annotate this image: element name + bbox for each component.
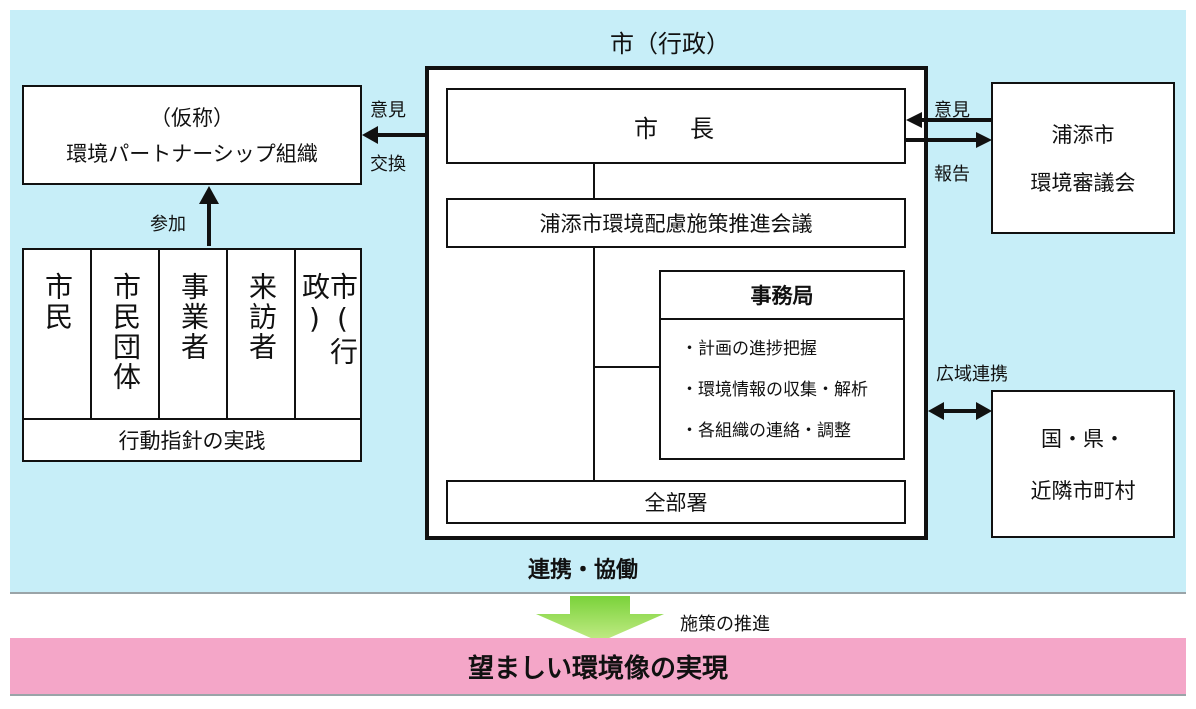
partnership-line2: 環境パートナーシップ組織 [66,142,318,166]
participation-arrow-head-icon [199,186,219,204]
promotion-down-arrow-icon [536,596,664,642]
all-departments-box: 全部署 [446,480,906,524]
opinion-report-arrows-icon [906,112,992,148]
partnership-organization-box: （仮称） 環境パートナーシップ組織 [22,85,362,185]
connector-mayor-council [593,164,595,198]
promotion-label: 施策の推進 [680,614,770,635]
participant-citizens: 市民 [41,272,74,332]
connector-council-departments [593,248,595,480]
collaboration-label: 連携・協働 [528,558,639,583]
goal-banner: 望ましい環境像の実現 [10,638,1186,696]
participant-city-admin: 市(行政) [298,272,359,367]
secretariat-duties-list: ・計画の進捗把握 ・環境情報の収集・解析 ・各組織の連絡・調整 [681,334,868,457]
partnership-line1: （仮称） [150,106,234,130]
env-council-line1: 浦添市 [1051,123,1115,147]
participants-footer: 行動指針の実践 [24,418,360,460]
government-line2: 近隣市町村 [1030,479,1136,503]
exchange-label: 交換 [370,154,406,175]
city-admin-title: 市（行政） [610,30,730,58]
report-label: 報告 [934,164,970,185]
participant-businesses: 事業者 [177,272,210,362]
secretariat-duty-item: ・環境情報の収集・解析 [681,380,868,400]
regional-collaboration-label: 広域連携 [936,364,1008,385]
opinion-left-label: 意見 [370,100,406,121]
mayor-box: 市 長 [446,88,906,164]
participant-column: 事業者 [160,250,228,418]
connector-secretariat [593,366,659,368]
participant-column: 市民 [24,250,92,418]
participant-column: 来訪者 [228,250,296,418]
government-line1: 国・県・ [1041,427,1125,451]
participant-column: 市民団体 [92,250,160,418]
environmental-council-box: 浦添市 環境審議会 [991,82,1175,234]
participant-column: 市(行政) [296,250,360,418]
government-box: 国・県・ 近隣市町村 [991,390,1175,538]
secretariat-duty-item: ・計画の進捗把握 [681,339,817,359]
regional-double-arrow-icon [928,402,992,420]
opinion-right-label: 意見 [934,100,970,121]
secretariat-title: 事務局 [661,272,903,320]
secretariat-duty-item: ・各組織の連絡・調整 [681,421,851,441]
participants-box: 市民 市民団体 事業者 来訪者 市(行政) 行動指針の実践 [22,248,362,462]
env-council-line2: 環境審議会 [1030,171,1136,195]
participant-citizen-groups: 市民団体 [109,272,142,392]
participant-visitors: 来訪者 [245,272,278,362]
environment-policy-council-box: 浦添市環境配慮施策推進会議 [446,198,906,248]
participation-label: 参加 [150,214,186,235]
secretariat-box: 事務局 ・計画の進捗把握 ・環境情報の収集・解析 ・各組織の連絡・調整 [659,270,905,460]
participation-arrow-shaft [207,200,211,246]
